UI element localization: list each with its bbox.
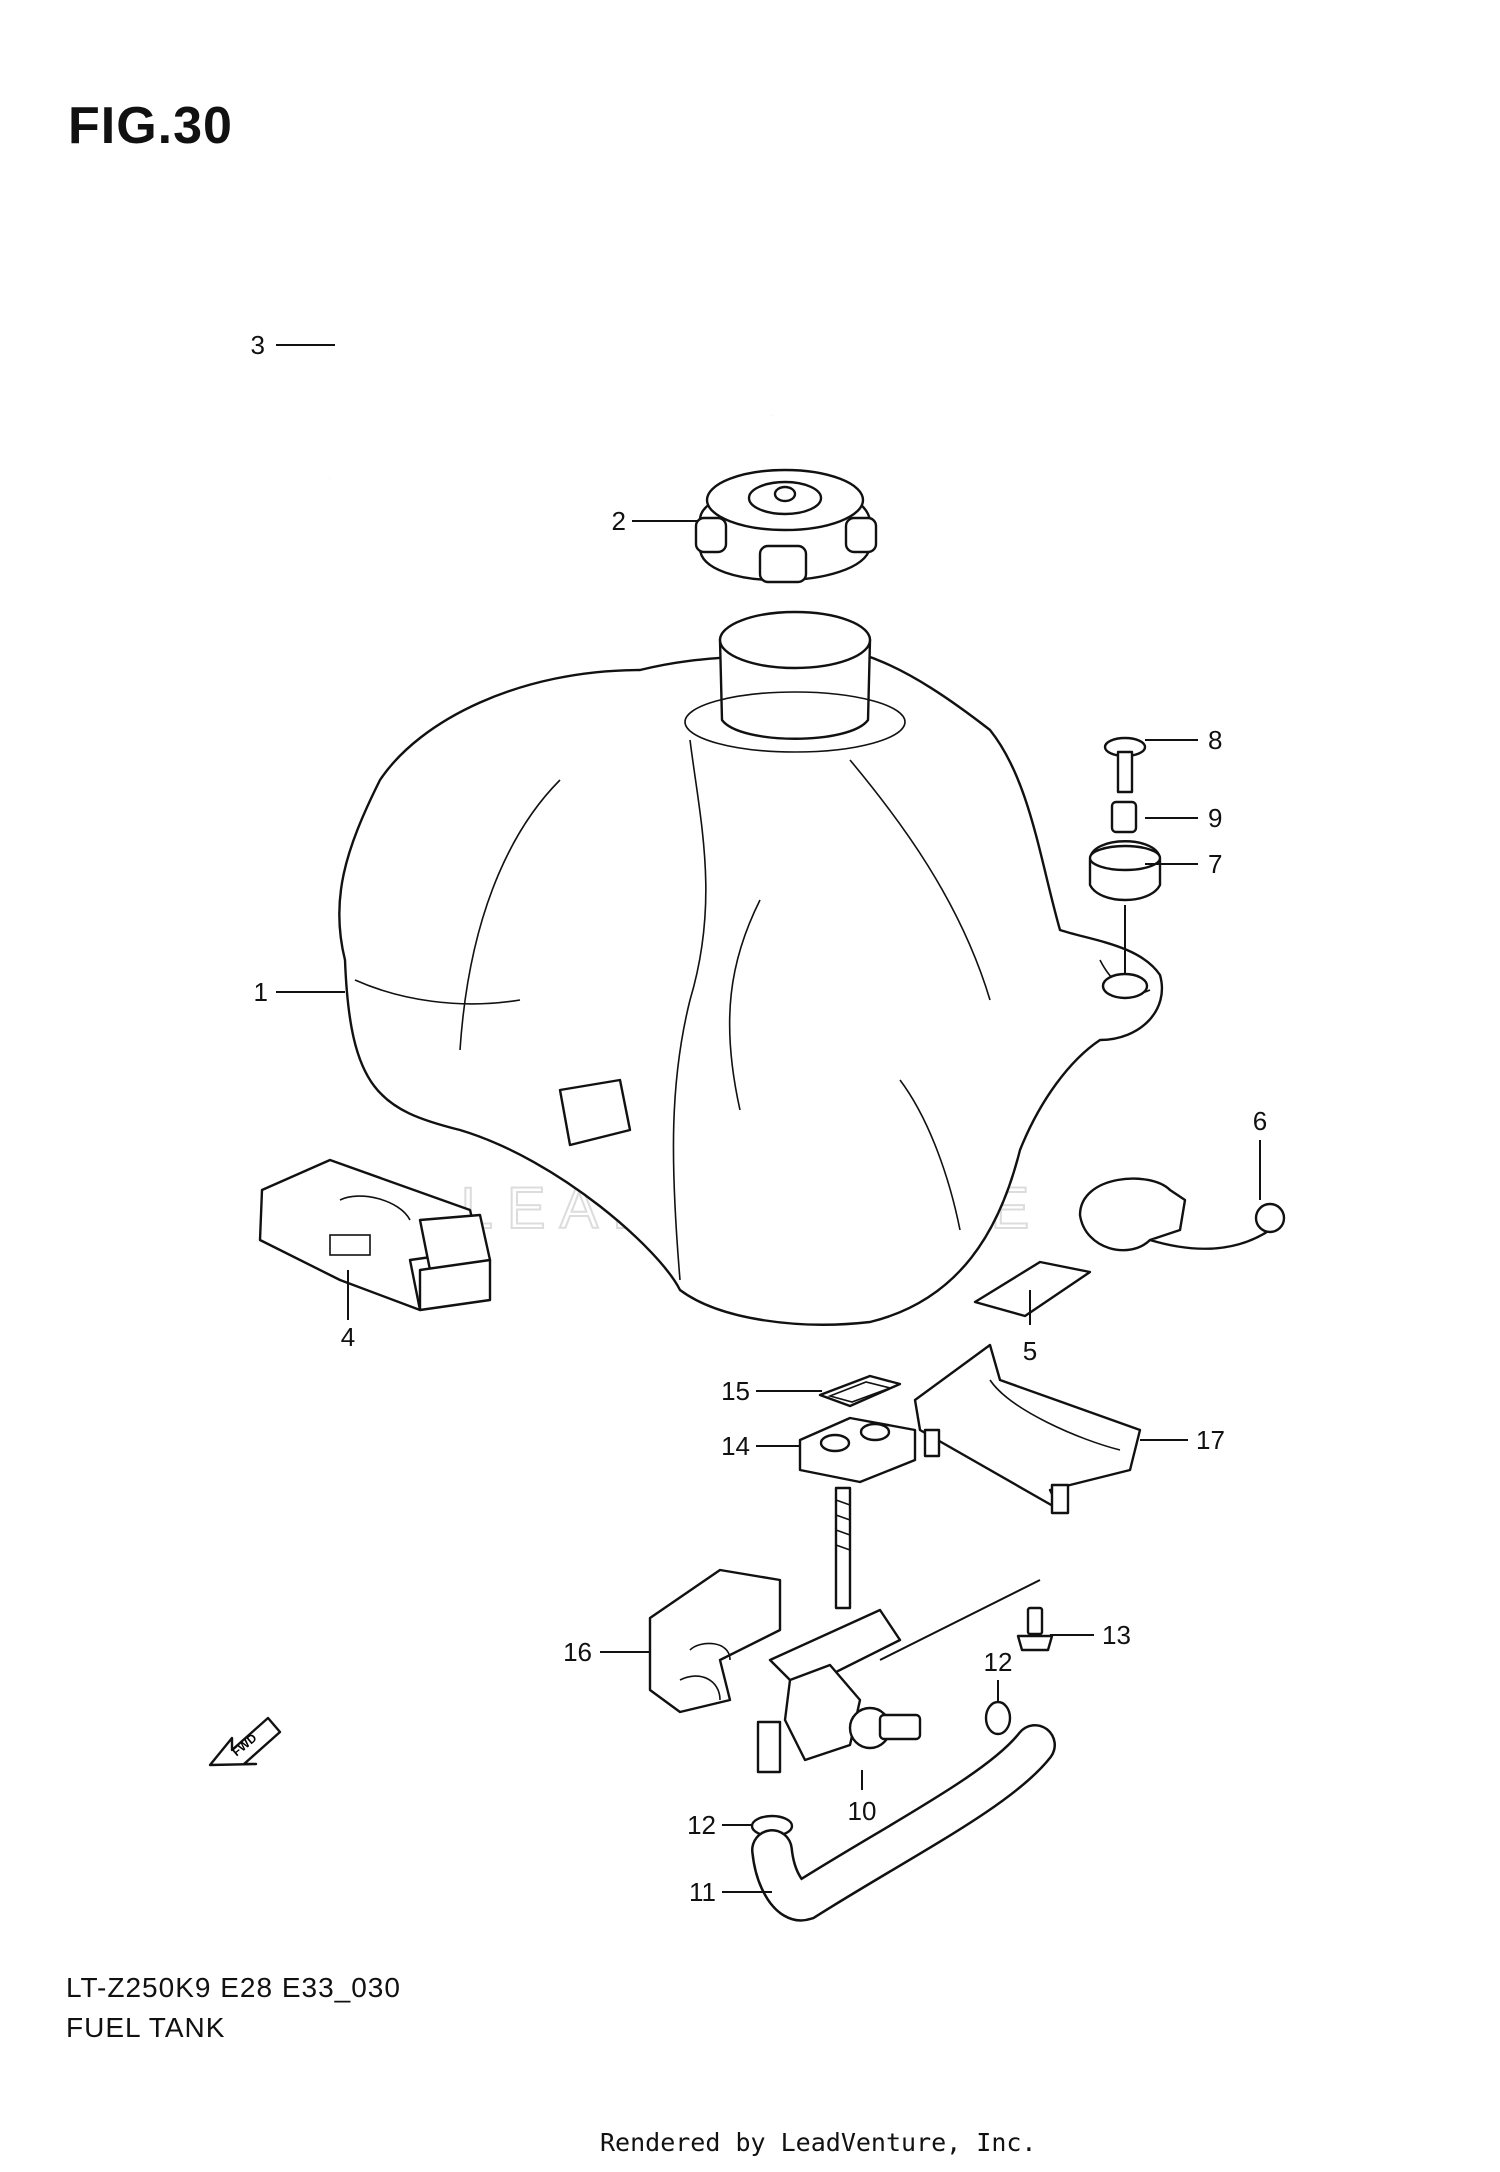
- callout-numbers: 3 2 1 4 5 6 7 8 9 10 11 12 12 13 14 15 1…: [251, 330, 1268, 1907]
- callout-11: 11: [689, 1877, 716, 1907]
- cushion-pad[interactable]: [973, 1260, 1092, 1318]
- fuel-cock-cover[interactable]: [648, 1568, 782, 1714]
- figure-title: FIG.30: [68, 97, 233, 155]
- fuel-hose[interactable]: [751, 1724, 1056, 1922]
- bolt[interactable]: [1103, 736, 1147, 794]
- fuel-cap[interactable]: [694, 468, 878, 584]
- screw[interactable]: [1016, 1606, 1054, 1652]
- callout-13: 13: [1102, 1620, 1131, 1650]
- callout-8: 8: [1208, 725, 1222, 755]
- callout-7: 7: [1208, 849, 1222, 879]
- breather-hose[interactable]: [322, 185, 780, 479]
- callout-15: 15: [721, 1376, 750, 1406]
- hose-clamp-upper[interactable]: [984, 1700, 1012, 1736]
- callout-4: 4: [341, 1322, 355, 1352]
- callout-14: 14: [721, 1431, 750, 1461]
- rear-bracket[interactable]: [913, 1343, 1142, 1515]
- callout-5: 5: [1023, 1336, 1037, 1366]
- fwd-direction-arrow: FWD: [208, 1716, 282, 1767]
- credit-line: Rendered by LeadVenture, Inc.: [600, 2128, 1037, 2157]
- callout-12-upper: 12: [984, 1647, 1013, 1677]
- callout-3: 3: [251, 330, 265, 360]
- callout-17: 17: [1196, 1425, 1225, 1455]
- fuel-cock[interactable]: [756, 1486, 922, 1774]
- tank-strap[interactable]: [1078, 1177, 1286, 1252]
- front-bracket[interactable]: [258, 1158, 492, 1312]
- callout-6: 6: [1253, 1106, 1267, 1136]
- callout-10: 10: [848, 1796, 877, 1826]
- fuel-tank[interactable]: [338, 610, 1163, 1326]
- callout-1: 1: [254, 977, 268, 1007]
- collar[interactable]: [1110, 800, 1138, 834]
- callout-9: 9: [1208, 803, 1222, 833]
- leader-lines: [276, 344, 1261, 1893]
- gasket[interactable]: [798, 1416, 917, 1484]
- grommet-cushion[interactable]: [1088, 840, 1162, 902]
- o-ring[interactable]: [818, 1374, 902, 1408]
- callout-2: 2: [612, 506, 626, 536]
- figure-name: FUEL TANK: [66, 2012, 226, 2043]
- model-code: LT-Z250K9 E28 E33_030: [66, 1972, 401, 2003]
- callout-12-lower: 12: [687, 1810, 716, 1840]
- callout-16: 16: [563, 1637, 592, 1667]
